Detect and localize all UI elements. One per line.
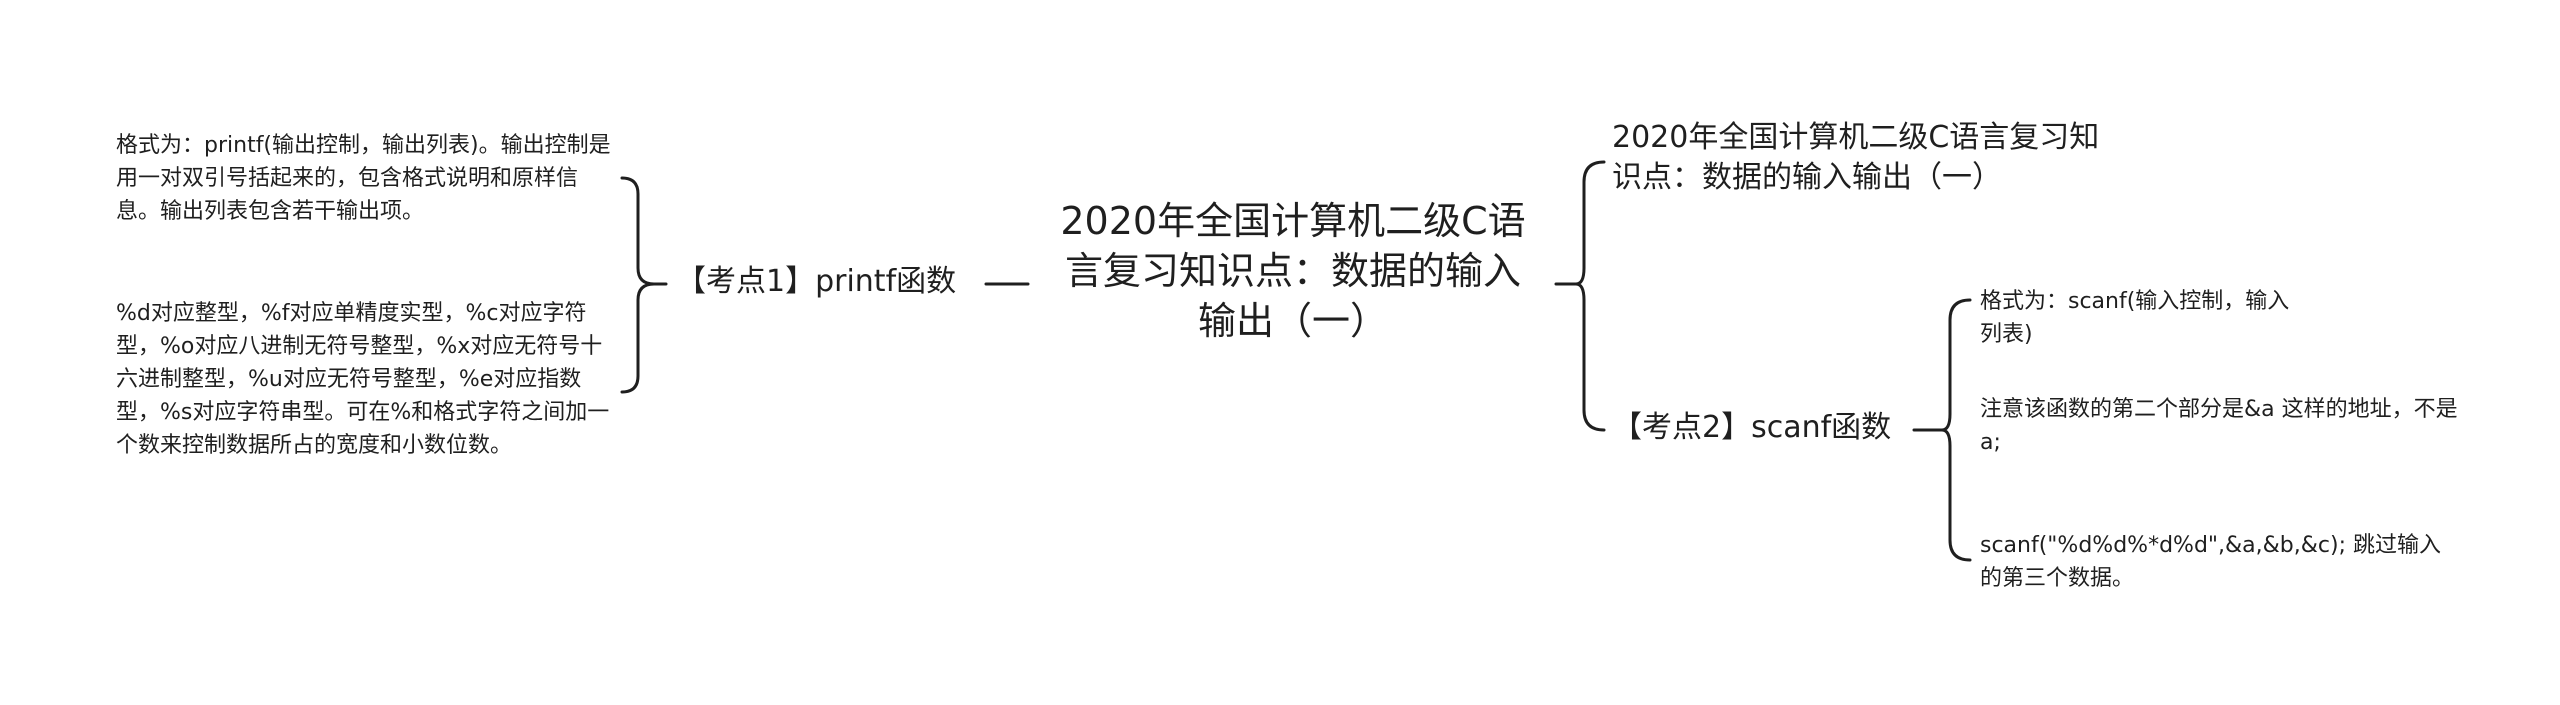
leaf-printf-specifiers[interactable]: %d对应整型，%f对应单精度实型，%c对应字符型，%o对应八进制无符号整型，%x…: [116, 301, 610, 458]
branch-scanf[interactable]: 【考点2】scanf函数: [1612, 410, 1892, 445]
leaf-printf-format[interactable]: 格式为：printf(输出控制，输出列表)。输出控制是用一对双引号括起来的，包含…: [116, 133, 611, 224]
leaf-scanf-format[interactable]: 格式为：scanf(输入控制，输入列表): [1980, 289, 2290, 347]
bracket-scanf: [1940, 298, 1972, 562]
branch-printf[interactable]: 【考点1】printf函数: [676, 264, 957, 299]
leaf-scanf-address[interactable]: 注意该函数的第二个部分是&a 这样的地址，不是a;: [1980, 397, 2458, 455]
leaf-scanf-skip[interactable]: scanf("%d%d%*d%d",&a,&b,&c); 跳过输入的第三个数据。: [1980, 533, 2442, 591]
root-topic[interactable]: 2020年全国计算机二级C语言复习知识点：数据的输入输出（一）: [1060, 199, 1526, 343]
branch-title[interactable]: 2020年全国计算机二级C语言复习知识点：数据的输入输出（一）: [1612, 120, 2100, 195]
bracket-printf: [620, 176, 656, 394]
bracket-root-right: [1574, 160, 1606, 432]
